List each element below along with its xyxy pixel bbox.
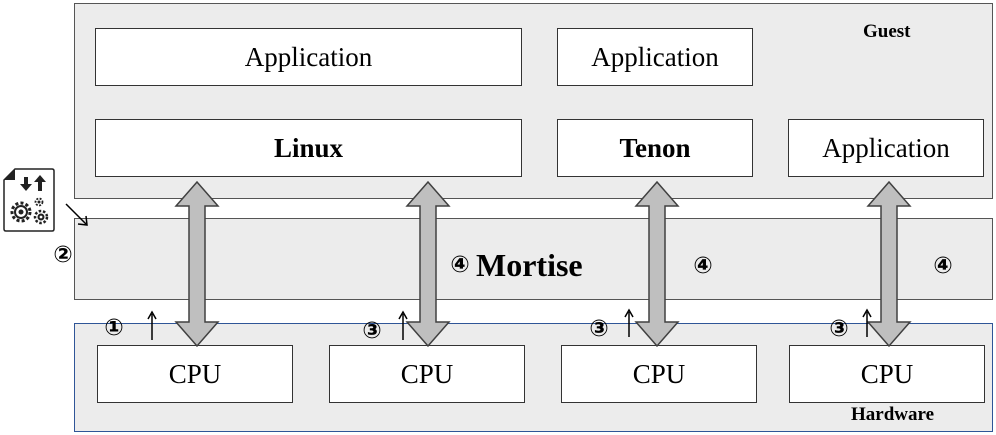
step-4-marker-3: ④ <box>693 252 713 279</box>
step-3-marker-2: ③ <box>362 317 382 344</box>
step-4-marker-4: ④ <box>933 252 953 279</box>
hardware-label: Hardware <box>851 404 935 425</box>
application-box-2: Application <box>557 28 753 86</box>
gear-arrows-icon <box>3 168 55 232</box>
cpu-box-2: CPU <box>329 345 525 403</box>
cpu-box-4: CPU <box>789 345 985 403</box>
double-arrow-1 <box>174 180 220 348</box>
step-3-marker-4: ③ <box>829 315 849 342</box>
double-arrow-2 <box>405 180 451 348</box>
mortise-label: ④ Mortise <box>446 245 583 285</box>
mortise-name: Mortise <box>476 246 583 283</box>
tenon-box: Tenon <box>557 119 753 177</box>
mortise-step-marker: ④ <box>450 251 470 278</box>
guest-label: Guest <box>863 21 911 42</box>
cpu-box-1: CPU <box>97 345 293 403</box>
step-3-marker-3: ③ <box>589 315 609 342</box>
step-2-marker: ② <box>53 241 73 268</box>
mortise-layer <box>74 218 993 300</box>
double-arrow-4 <box>866 180 912 348</box>
application-box-1: Application <box>95 28 522 86</box>
diag-arrow <box>65 203 87 225</box>
double-arrow-3 <box>634 180 680 348</box>
application-box-3: Application <box>788 119 984 177</box>
step-1-marker: ① <box>104 314 124 341</box>
cpu-box-3: CPU <box>561 345 757 403</box>
linux-box: Linux <box>95 119 522 177</box>
